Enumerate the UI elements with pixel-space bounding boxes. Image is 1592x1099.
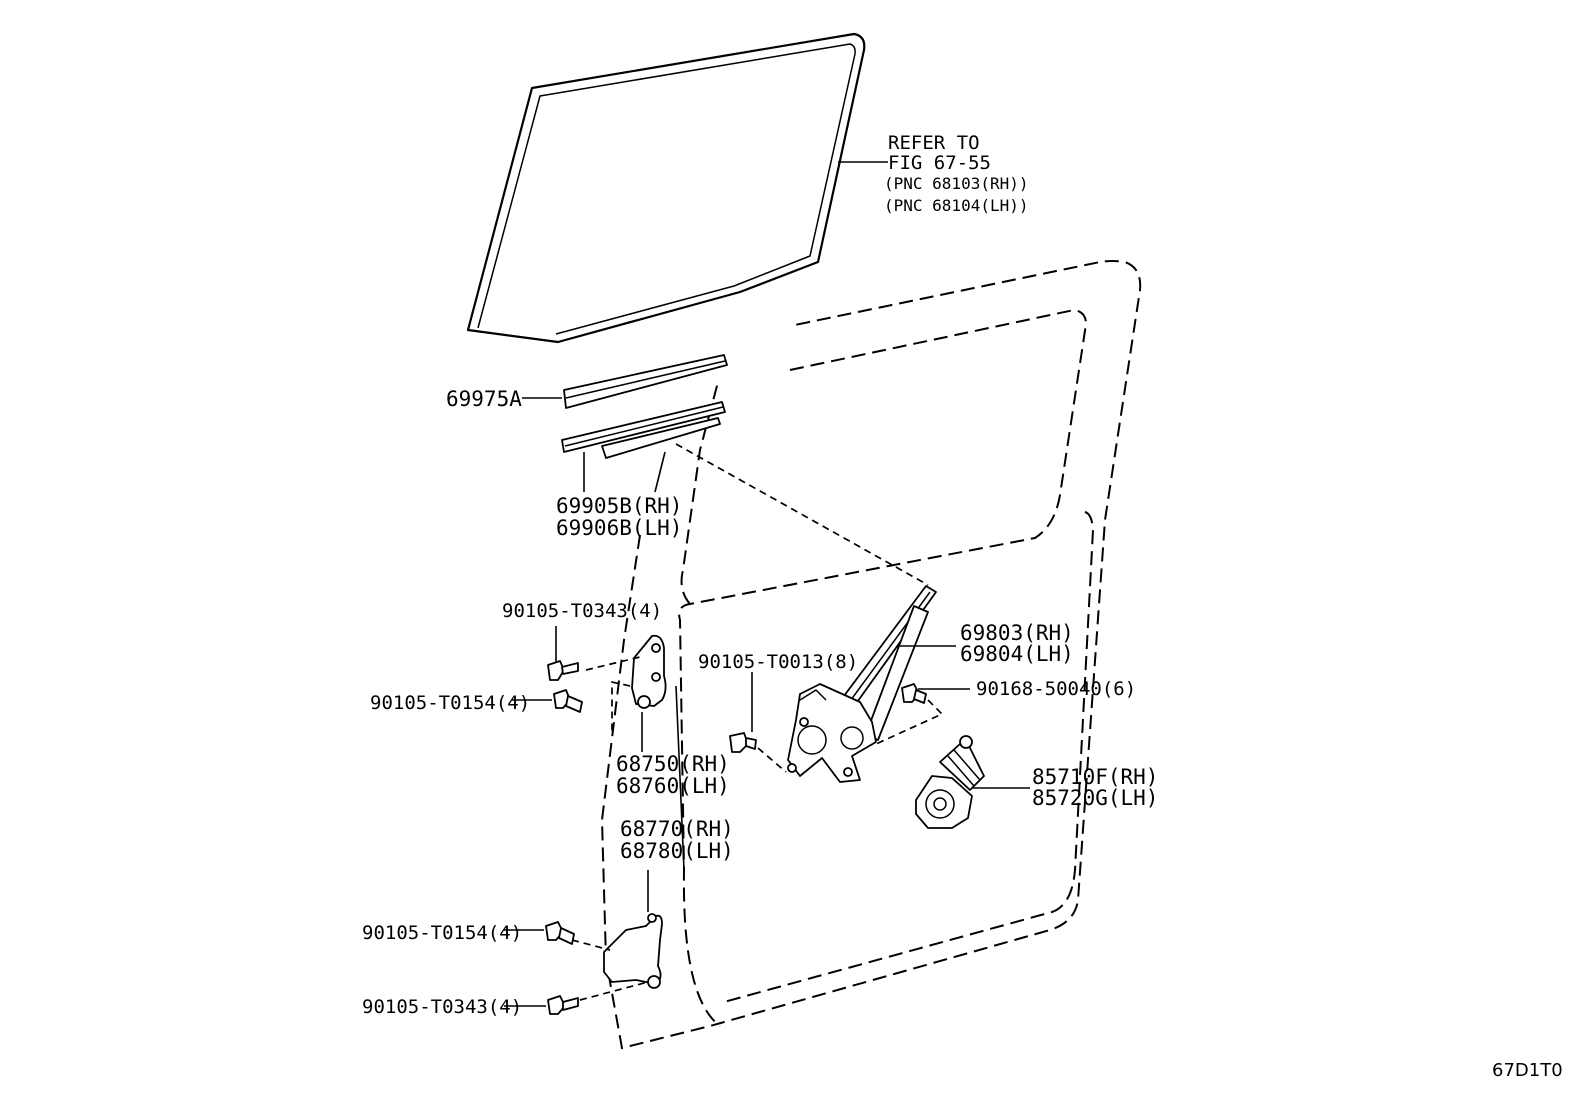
label-bolt-t0343-bot[interactable]: 90105-T0343(4) xyxy=(362,996,522,1018)
upper-hinge-68750[interactable] xyxy=(631,634,667,709)
label-69804[interactable]: 69804(LH) xyxy=(960,642,1074,666)
door-glass[interactable] xyxy=(466,32,866,344)
label-bolt-50040[interactable]: 90168-50040(6) xyxy=(976,678,1136,700)
label-69905b[interactable]: 69905B(RH) xyxy=(556,494,682,518)
lower-hinge-68770[interactable] xyxy=(603,913,663,989)
bolt-t0154-bot[interactable] xyxy=(545,921,575,945)
label-68760[interactable]: 68760(LH) xyxy=(616,774,730,798)
leader-hinge-vertical xyxy=(675,685,685,871)
door-panel-outline xyxy=(600,260,1142,1050)
label-bolt-t0343-top[interactable]: 90105-T0343(4) xyxy=(502,600,662,622)
label-69803[interactable]: 69803(RH) xyxy=(960,621,1074,645)
phantom-bolt-t0013 xyxy=(757,747,787,773)
label-69975a[interactable]: 69975A xyxy=(446,387,522,411)
label-68770[interactable]: 68770(RH) xyxy=(620,817,734,841)
phantom-upper-hinge xyxy=(585,656,641,732)
label-bolt-t0154-top[interactable]: 90105-T0154(4) xyxy=(370,692,530,714)
phantom-lower-hinge xyxy=(571,939,649,1001)
bolt-t0343-bot[interactable] xyxy=(547,995,579,1015)
label-bolt-t0154-bot[interactable]: 90105-T0154(4) xyxy=(362,922,522,944)
figure-code: 67D1T0 xyxy=(1492,1060,1563,1081)
window-regulator-69803[interactable] xyxy=(787,585,937,783)
weatherstrip-69975a[interactable] xyxy=(563,354,728,409)
phantom-bolt-50040 xyxy=(875,699,944,745)
bolt-t0013[interactable] xyxy=(729,732,757,753)
label-69906b[interactable]: 69906B(LH) xyxy=(556,516,682,540)
label-68750[interactable]: 68750(RH) xyxy=(616,752,730,776)
refer-line-1: REFER TO xyxy=(888,132,980,154)
label-85720g[interactable]: 85720G(LH) xyxy=(1032,786,1158,810)
refer-line-2: FIG 67-55 xyxy=(888,152,991,174)
regulator-motor-85710f[interactable] xyxy=(915,735,985,829)
phantom-strip-to-regulator xyxy=(675,443,929,586)
bolt-t0343-top[interactable] xyxy=(547,660,579,681)
label-85710f[interactable]: 85710F(RH) xyxy=(1032,765,1158,789)
label-68780[interactable]: 68780(LH) xyxy=(620,839,734,863)
refer-note: REFER TO FIG 67-55 (PNC 68103(RH)) (PNC … xyxy=(884,132,1029,215)
label-bolt-t0013[interactable]: 90105-T0013(8) xyxy=(698,651,858,673)
bolt-50040[interactable] xyxy=(901,683,927,704)
refer-line-4: (PNC 68104(LH)) xyxy=(884,196,1029,215)
weatherstrip-69905b[interactable] xyxy=(561,401,726,459)
leader-69905b-2 xyxy=(654,451,666,493)
refer-line-3: (PNC 68103(RH)) xyxy=(884,174,1029,193)
bolt-t0154-top[interactable] xyxy=(553,689,583,713)
